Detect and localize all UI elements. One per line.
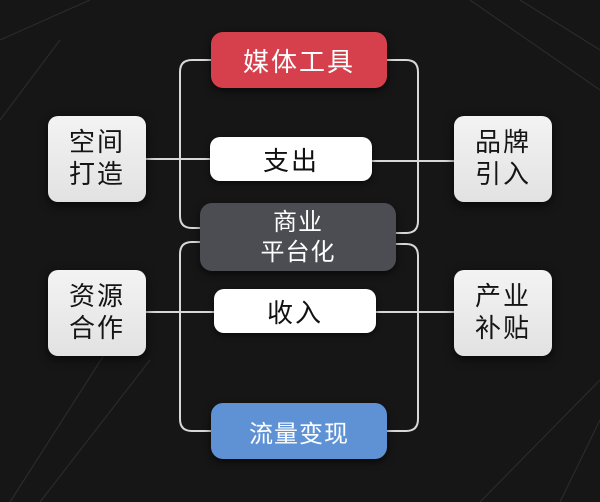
industry-subsidy-line2: 补贴 [474,314,531,344]
brand-introduction-line2: 引入 [474,160,531,190]
brand-introduction-line1: 品牌 [474,128,531,158]
media-tools-label: 媒体工具 [242,47,355,78]
space-building-line1: 空间 [68,128,125,158]
resource-cooperation-box: 资源 合作 [48,270,146,356]
industry-subsidy-box: 产业 补贴 [454,270,552,356]
brand-introduction-box: 品牌 引入 [454,116,552,202]
income-label: 收入 [266,298,323,329]
media-tools-box: 媒体工具 [211,32,387,88]
resource-cooperation-line1: 资源 [68,282,125,312]
traffic-monetization-label: 流量变现 [249,419,349,448]
space-building-box: 空间 打造 [48,116,146,202]
expenditure-pill: 支出 [210,137,372,181]
resource-cooperation-line2: 合作 [68,314,125,344]
industry-subsidy-line1: 产业 [474,282,531,312]
commercial-platform-line1: 商业 [273,208,323,236]
commercial-platform-line2: 平台化 [260,238,336,266]
traffic-monetization-box: 流量变现 [211,403,387,459]
income-pill: 收入 [214,289,376,333]
commercial-platform-box: 商业 平台化 [200,203,396,271]
space-building-line2: 打造 [68,160,125,190]
expenditure-label: 支出 [262,146,319,177]
